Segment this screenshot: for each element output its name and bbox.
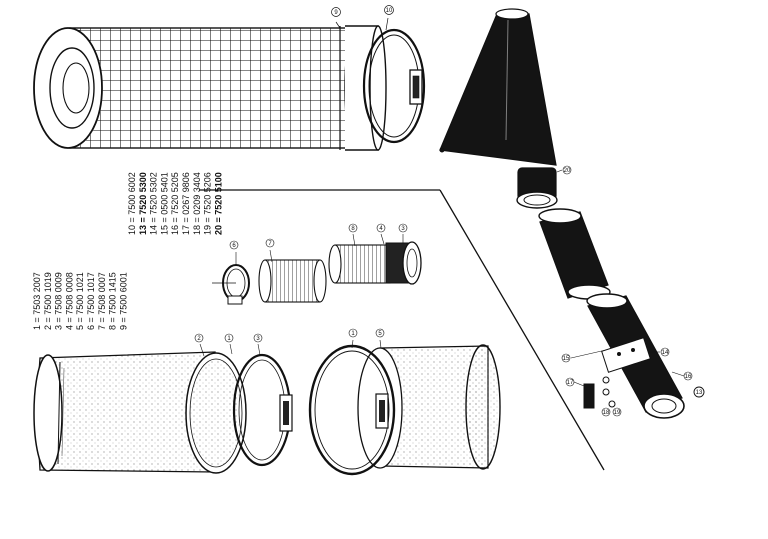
callouts-middle: 6 7 8 4 3 bbox=[229, 223, 408, 264]
callout-14: 14 bbox=[662, 350, 669, 356]
callouts-top: 9 10 bbox=[331, 5, 394, 31]
callout-1a: 1 bbox=[227, 336, 231, 342]
parts-list-entry: 18 = 0209 3404 bbox=[192, 172, 202, 235]
suction-hood-assembly bbox=[439, 8, 558, 209]
parts-list-entry: 10 = 7500 6002 bbox=[127, 172, 137, 235]
parts-list-entry: 7 = 7508 0007 bbox=[97, 272, 107, 330]
parts-list-entry: 6 = 7500 1017 bbox=[86, 272, 96, 330]
filter-bag-assembly-left bbox=[33, 351, 293, 474]
mesh-filter-cartridge bbox=[33, 25, 387, 151]
callout-7: 7 bbox=[268, 241, 272, 247]
parts-list-entry: 19 = 7520 5206 bbox=[203, 172, 213, 235]
callout-18: 18 bbox=[603, 410, 610, 416]
callout-20: 20 bbox=[564, 168, 571, 174]
callout-1b: 1 bbox=[351, 331, 355, 337]
parts-list-entry: 4 = 7508 0008 bbox=[64, 272, 74, 330]
middle-hose-assembly bbox=[212, 241, 422, 305]
callout-8: 8 bbox=[351, 226, 355, 232]
callout-3b: 3 bbox=[256, 336, 260, 342]
parts-list-entry: 16 = 7520 5205 bbox=[170, 172, 180, 235]
parts-list-entry: 3 = 7508 0009 bbox=[54, 272, 64, 330]
callout-2: 2 bbox=[197, 336, 201, 342]
hose-clamp-top bbox=[362, 28, 426, 144]
callout-3: 3 bbox=[401, 226, 405, 232]
callout-5: 5 bbox=[378, 331, 382, 337]
parts-list-entry: 14 = 7520 5302 bbox=[149, 172, 159, 235]
parts-list-entry: 13 = 7520 5300 bbox=[138, 172, 148, 235]
callouts-right: 20 15 14 16 17 18 19 13 bbox=[556, 165, 705, 417]
callout-10: 10 bbox=[386, 8, 393, 14]
parts-list-entry: 15 = 0500 5401 bbox=[159, 172, 169, 235]
callouts-bottom-middle: 1 5 bbox=[348, 328, 385, 349]
callout-4: 4 bbox=[379, 226, 383, 232]
callout-6: 6 bbox=[232, 243, 236, 249]
callout-17: 17 bbox=[567, 380, 574, 386]
parts-list-entry: 20 = 7520 5100 bbox=[213, 172, 223, 235]
callout-16: 16 bbox=[685, 374, 692, 380]
small-hardware bbox=[583, 376, 616, 409]
filter-bag-assembly-right bbox=[308, 344, 501, 476]
parts-list-entry: 17 = 0267 9806 bbox=[181, 172, 191, 235]
extension-tube-upper bbox=[538, 208, 611, 300]
guide-lines bbox=[199, 189, 605, 471]
callouts-bottom-left: 2 1 3 bbox=[194, 333, 263, 357]
callout-9: 9 bbox=[334, 10, 338, 16]
parts-list-entry: 2 = 7500 1019 bbox=[43, 272, 53, 330]
parts-list-entry: 1 = 7503 2007 bbox=[32, 272, 42, 330]
callout-15: 15 bbox=[563, 356, 570, 362]
parts-list-entry: 8 = 7500 1415 bbox=[108, 272, 118, 330]
parts-list-entry: 9 = 7500 6001 bbox=[118, 272, 128, 330]
parts-list-entry: 5 = 7500 1021 bbox=[75, 272, 85, 330]
extension-tube-lower bbox=[586, 293, 685, 419]
callout-13: 13 bbox=[696, 390, 703, 396]
callout-19: 19 bbox=[614, 410, 621, 416]
